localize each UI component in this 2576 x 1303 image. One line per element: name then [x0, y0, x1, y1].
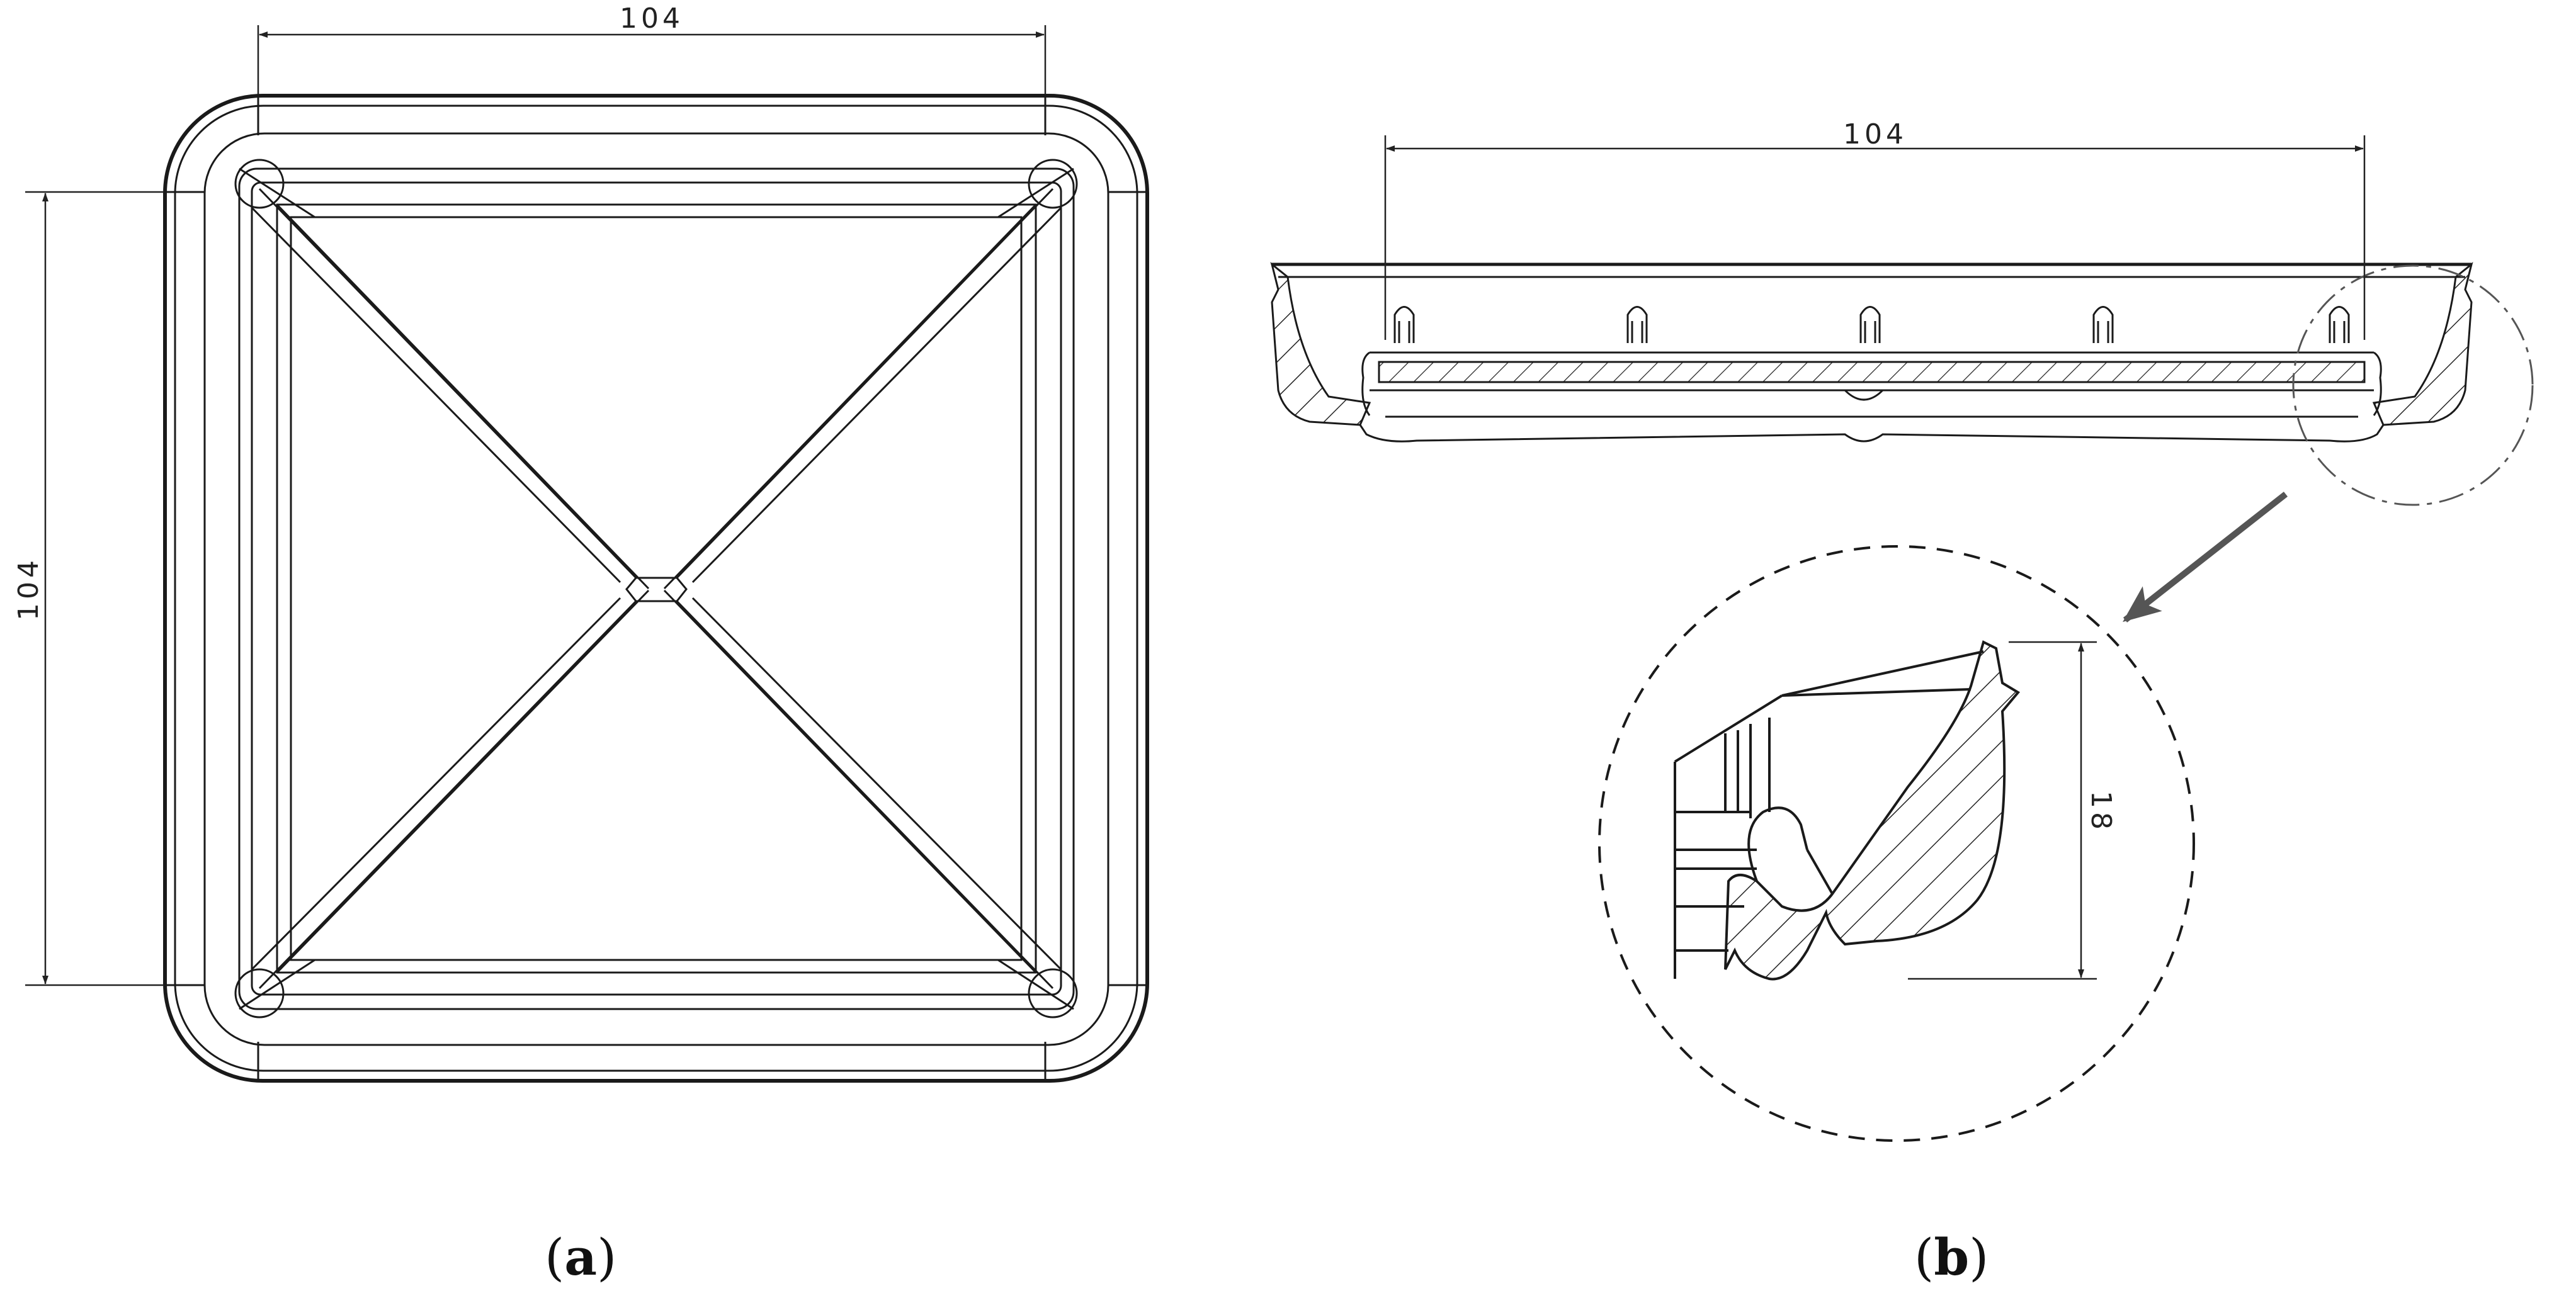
view-a-width-dimension: 104: [620, 3, 684, 35]
detail-view: [1598, 545, 2195, 1142]
view-b-section-view: [1270, 262, 2534, 506]
caption-a: (a): [545, 1227, 617, 1287]
view-a-dimensions: [25, 25, 1047, 986]
view-b-width-dimension: 104: [1843, 118, 1907, 150]
view-a-height-dimension: 104: [13, 556, 45, 621]
view-b-dimensions: [1384, 135, 2366, 340]
caption-b-letter: b: [1934, 1227, 1970, 1287]
clip-row: [1393, 306, 2350, 343]
caption-a-letter: a: [564, 1227, 598, 1287]
detail-arrow: [2123, 492, 2288, 623]
view-a-top-view: [163, 94, 1149, 1083]
detail-height-dimension: 18: [2085, 791, 2117, 833]
caption-b: (b): [1914, 1227, 1989, 1287]
detail-dimension: [1908, 641, 2097, 980]
